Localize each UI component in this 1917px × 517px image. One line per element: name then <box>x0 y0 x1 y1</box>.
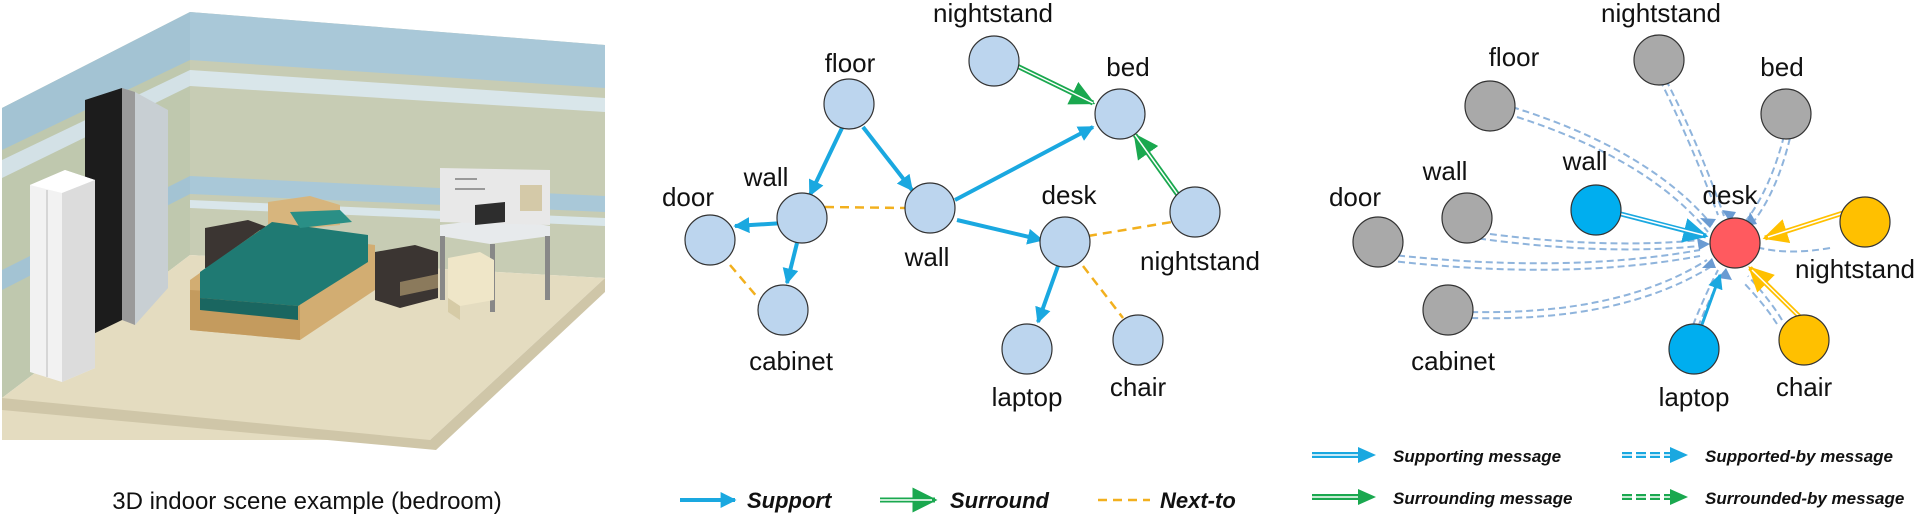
legend-surrounded-by-label: Surrounded-by message <box>1705 489 1904 508</box>
legend-supporting-label: Supporting message <box>1393 447 1561 466</box>
node-bed <box>1094 88 1146 140</box>
scene-caption: 3D indoor scene example (bedroom) <box>112 488 502 515</box>
node-wall-left <box>776 192 828 244</box>
node-nightstand-right <box>1169 186 1221 238</box>
message-nightstand-right-dashed <box>1759 247 1831 253</box>
label2-desk: desk <box>1703 180 1759 210</box>
node-floor <box>823 78 875 130</box>
node2-cabinet <box>1422 284 1474 336</box>
legend-surrounded-by-swatch <box>1622 489 1688 505</box>
label-wall-mid: wall <box>904 242 950 272</box>
node-laptop <box>1001 323 1053 375</box>
label-wall-left: wall <box>743 162 789 192</box>
legend-supported-by-swatch <box>1622 447 1688 463</box>
wardrobe-side <box>62 180 95 382</box>
node-cabinet <box>757 284 809 336</box>
node-desk <box>1039 216 1091 268</box>
wall-stripe <box>190 70 605 112</box>
legend-surround-label: Surround <box>950 488 1050 513</box>
node2-floor <box>1464 80 1516 132</box>
legend-messages: Supporting message Supported-by message … <box>1312 447 1904 508</box>
label2-floor: floor <box>1489 42 1540 72</box>
support-edge <box>782 242 799 285</box>
message-wall-gray <box>1467 230 1701 245</box>
node2-laptop <box>1668 323 1720 375</box>
legend-support-label: Support <box>747 488 833 513</box>
node2-wall-blue <box>1570 184 1622 236</box>
next-to-edge <box>729 264 759 299</box>
label2-bed: bed <box>1760 52 1803 82</box>
support-edge <box>956 218 1044 245</box>
label-desk: desk <box>1042 180 1098 210</box>
label2-chair: chair <box>1776 372 1833 402</box>
legend-supported-by-label: Supported-by message <box>1705 447 1893 466</box>
label2-nightstand-right: nightstand <box>1795 254 1915 284</box>
label2-cabinet: cabinet <box>1411 346 1496 376</box>
wall-stripe <box>2 12 190 150</box>
label2-wall-blue: wall <box>1562 146 1608 176</box>
node2-door <box>1352 216 1404 268</box>
node2-bed <box>1760 88 1812 140</box>
node2-nightstand-right <box>1839 196 1891 248</box>
label2-laptop: laptop <box>1659 382 1730 412</box>
support-edge <box>861 125 914 192</box>
node-wall-mid <box>904 182 956 234</box>
bed-blanket <box>200 222 368 306</box>
node2-chair <box>1778 314 1830 366</box>
next-to-edge <box>1087 220 1173 238</box>
wall-stripe <box>190 12 605 88</box>
message-nightstand <box>1659 79 1719 216</box>
label2-wall-gray: wall <box>1422 156 1468 186</box>
node2-wall-gray <box>1441 192 1493 244</box>
legend-supporting-swatch <box>1312 447 1376 463</box>
support-edge <box>954 125 1095 202</box>
wardrobe-top <box>30 170 95 193</box>
legend-surrounding-swatch <box>1312 489 1376 505</box>
nightstand-right <box>375 245 438 308</box>
legend-relations: Support Surround Next-to <box>680 487 1236 513</box>
label-bed: bed <box>1106 52 1149 82</box>
door-frame <box>122 88 135 325</box>
scene-graph: floor nightstand bed wall door wall desk… <box>662 0 1260 412</box>
support-edge <box>808 127 844 197</box>
label-chair: chair <box>1110 372 1167 402</box>
next-to-edge <box>824 205 906 210</box>
node-nightstand-top <box>968 35 1020 87</box>
desk-top <box>440 218 550 244</box>
label-floor: floor <box>825 48 876 78</box>
node2-nightstand-top <box>1633 34 1685 86</box>
label2-door: door <box>1329 182 1381 212</box>
node-chair <box>1112 314 1164 366</box>
message-laptop-solid <box>1698 273 1723 331</box>
legend-next-to-label: Next-to <box>1160 488 1236 513</box>
message-cabinet <box>1470 259 1708 314</box>
label-door: door <box>662 182 714 212</box>
label-laptop: laptop <box>992 382 1063 412</box>
laptop-illustration <box>475 202 505 225</box>
message-door <box>1375 249 1701 265</box>
pillow <box>290 210 352 228</box>
node2-desk <box>1709 217 1761 269</box>
door-panel <box>135 92 168 325</box>
label2-nightstand-top: nightstand <box>1601 0 1721 28</box>
node-door <box>684 214 736 266</box>
bedroom-illustration <box>2 12 605 450</box>
message-floor <box>1511 106 1713 226</box>
next-to-edge <box>1082 265 1124 319</box>
legend-surrounding-label: Surrounding message <box>1393 489 1572 508</box>
support-edge <box>1035 265 1060 324</box>
label-nightstand-right: nightstand <box>1140 246 1260 276</box>
label-cabinet: cabinet <box>749 346 834 376</box>
label-nightstand-top: nightstand <box>933 0 1053 28</box>
message-graph: floor nightstand bed wall door wall desk… <box>1329 0 1915 412</box>
chair-illustration <box>448 252 494 306</box>
